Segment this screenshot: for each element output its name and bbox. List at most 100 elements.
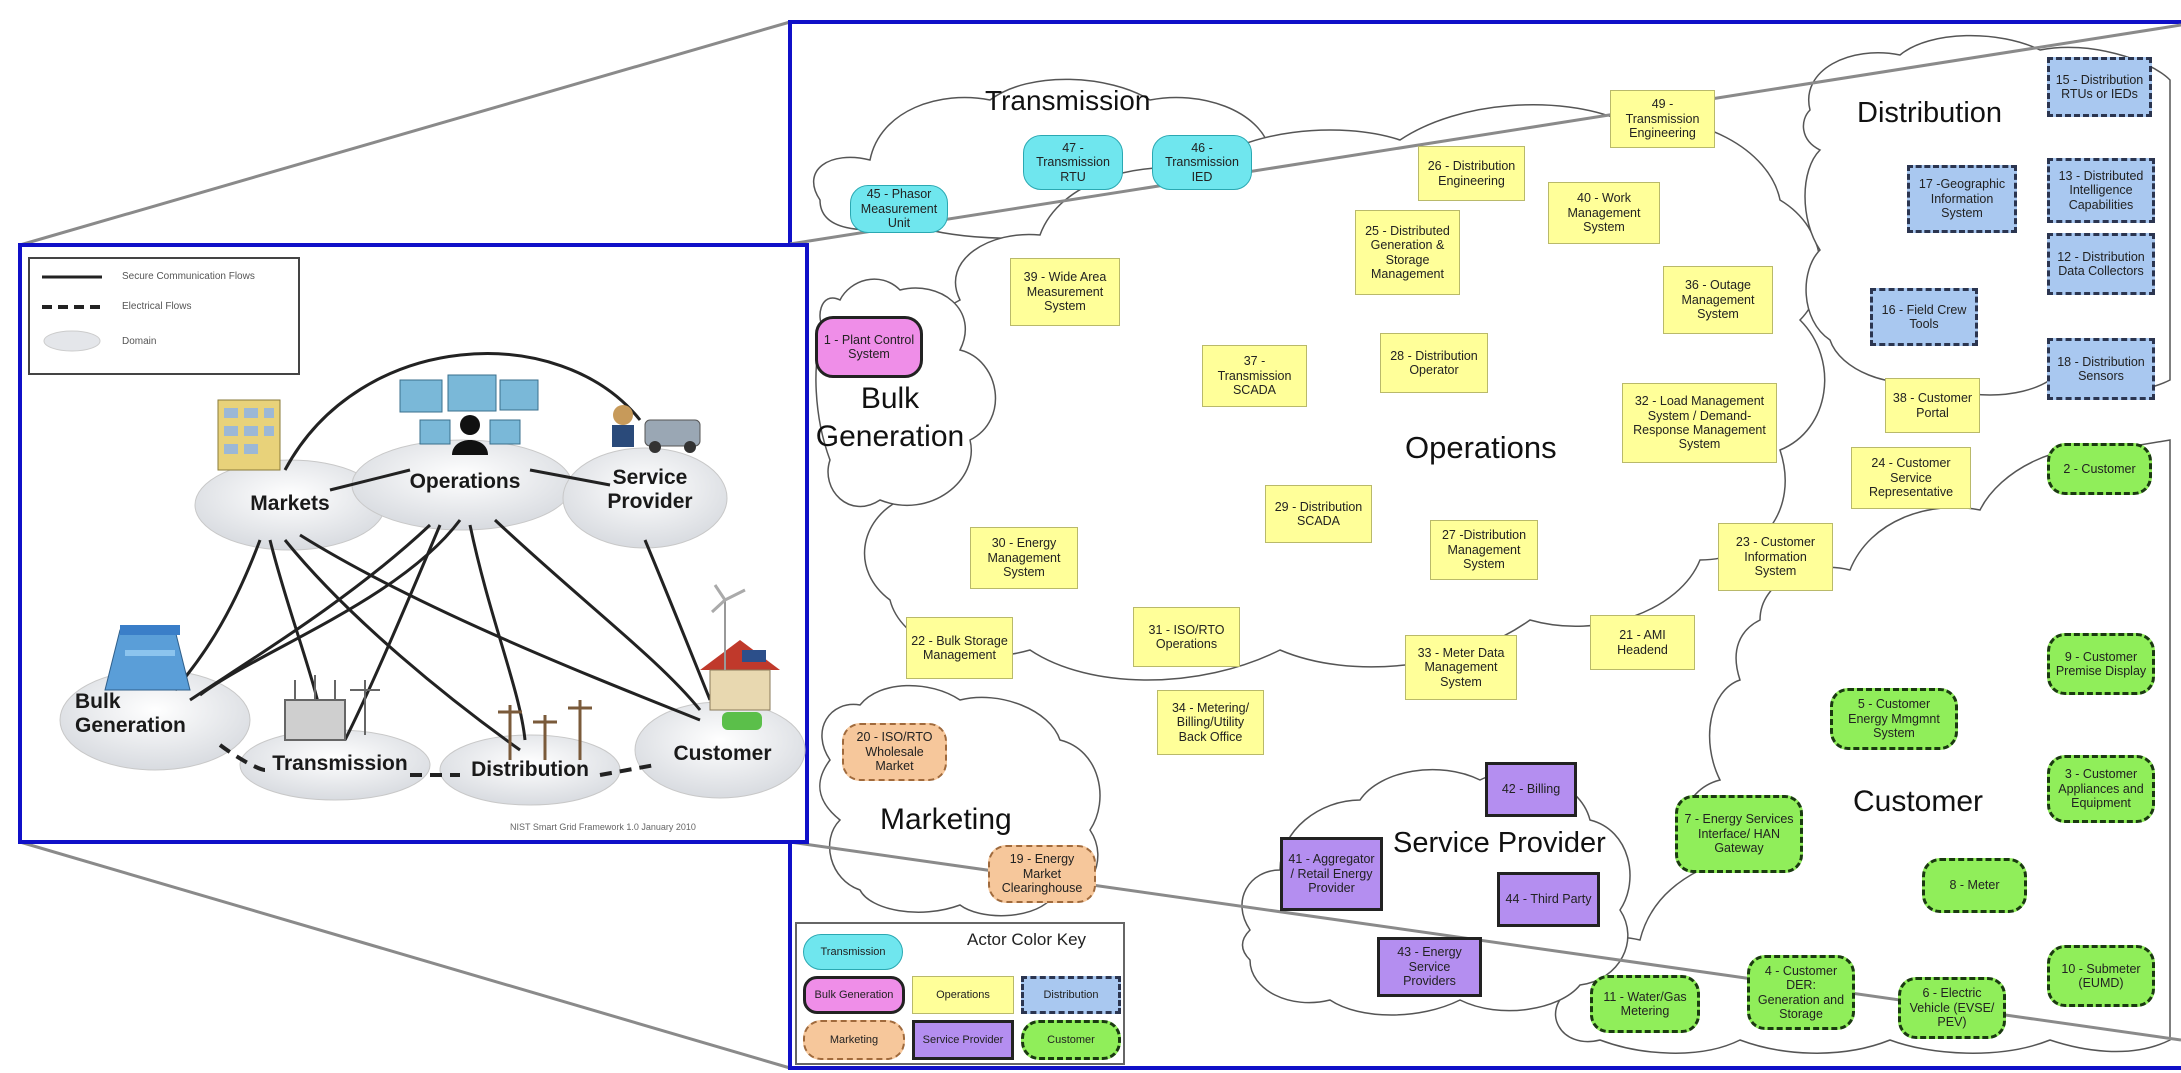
key-transmission: Transmission	[803, 934, 903, 970]
actor-17-geographic-information-system[interactable]: 17 -Geographic Information System	[1907, 165, 2017, 233]
actor-21-ami-headend[interactable]: 21 - AMI Headend	[1590, 615, 1695, 670]
key-marketing-label: Marketing	[829, 1033, 879, 1046]
actor-5-customer-energy-mmgmnt-system[interactable]: 5 - Customer Energy Mmgmnt System	[1830, 688, 1958, 750]
actor-45-label: 45 - Phasor Measurement Unit	[860, 187, 938, 231]
actor-24-customer-service-representative[interactable]: 24 - Customer Service Representative	[1851, 447, 1971, 509]
actor-9-customer-premise-display[interactable]: 9 - Customer Premise Display	[2047, 633, 2155, 695]
actor-12-distribution-data-collectors[interactable]: 12 - Distribution Data Collectors	[2047, 233, 2155, 295]
actor-7-energy-services-interface[interactable]: 7 - Energy Services Interface/ HAN Gatew…	[1675, 795, 1803, 873]
actor-37-transmission-scada[interactable]: 37 - Transmission SCADA	[1202, 345, 1307, 407]
actor-42-billing[interactable]: 42 - Billing	[1485, 762, 1577, 817]
actor-30-energy-management-system[interactable]: 30 - Energy Management System	[970, 527, 1078, 589]
actor-40-label: 40 - Work Management System	[1567, 191, 1641, 235]
actor-27-label: 27 -Distribution Management System	[1441, 528, 1527, 572]
actor-16-field-crew-tools[interactable]: 16 - Field Crew Tools	[1870, 288, 1978, 346]
actor-29-label: 29 - Distribution SCADA	[1274, 499, 1363, 528]
actor-33-meter-data-management[interactable]: 33 - Meter Data Management System	[1405, 635, 1517, 700]
actor-22-bulk-storage-management[interactable]: 22 - Bulk Storage Management	[906, 617, 1013, 679]
actor-21-label: 21 - AMI Headend	[1617, 628, 1668, 657]
actor-8-label: 8 - Meter	[1949, 878, 2000, 893]
actor-6-electric-vehicle[interactable]: 6 - Electric Vehicle (EVSE/ PEV)	[1898, 977, 2006, 1039]
actor-49-label: 49 - Transmission Engineering	[1625, 97, 1700, 141]
actor-28-distribution-operator[interactable]: 28 - Distribution Operator	[1380, 333, 1488, 393]
actor-26-label: 26 - Distribution Engineering	[1427, 159, 1516, 188]
overview-label-service-provider: Service Provider	[607, 466, 693, 513]
color-key-title: Actor Color Key	[967, 930, 1087, 949]
dashed-line-icon	[42, 304, 102, 309]
legend-row-domain: Domain	[42, 329, 156, 353]
actor-43-energy-service-providers[interactable]: 43 - Energy Service Providers	[1377, 937, 1482, 997]
actor-11-water-gas-metering[interactable]: 11 - Water/Gas Metering	[1590, 975, 1700, 1033]
key-marketing: Marketing	[803, 1020, 905, 1060]
actor-19-energy-market-clearinghouse[interactable]: 19 - Energy Market Clearinghouse	[988, 845, 1096, 903]
overview-label-customer: Customer	[673, 742, 772, 765]
actor-47-label: 47 - Transmission RTU	[1036, 140, 1110, 184]
substation-icon	[284, 675, 380, 741]
actor-16-label: 16 - Field Crew Tools	[1881, 302, 1967, 331]
actor-18-label: 18 - Distribution Sensors	[2057, 354, 2145, 383]
actor-1-plant-control-system[interactable]: 1 - Plant Control System	[815, 316, 923, 378]
actor-41-aggregator-retail-energy-provider[interactable]: 41 - Aggregator / Retail Energy Provider	[1280, 837, 1383, 911]
legend-solid-label: Secure Communication Flows	[122, 271, 255, 282]
actor-25-distributed-generation-storage[interactable]: 25 - Distributed Generation & Storage Ma…	[1355, 210, 1460, 295]
actor-15-label: 15 - Distribution RTUs or IEDs	[2055, 72, 2144, 101]
actor-31-label: 31 - ISO/RTO Operations	[1148, 622, 1225, 651]
key-distribution: Distribution	[1021, 976, 1121, 1014]
actor-36-outage-management[interactable]: 36 - Outage Management System	[1663, 266, 1773, 334]
actor-10-submeter[interactable]: 10 - Submeter (EUMD)	[2047, 945, 2155, 1007]
actor-46-transmission-ied[interactable]: 46 - Transmission IED	[1152, 135, 1252, 190]
actor-4-customer-der[interactable]: 4 - Customer DER: Generation and Storage	[1747, 955, 1855, 1030]
actor-3-customer-appliances[interactable]: 3 - Customer Appliances and Equipment	[2047, 755, 2155, 823]
actor-3-label: 3 - Customer Appliances and Equipment	[2058, 767, 2144, 811]
actor-31-iso-rto-operations[interactable]: 31 - ISO/RTO Operations	[1133, 607, 1240, 667]
domain-label-distribution: Distribution	[1857, 97, 2003, 129]
actor-41-label: 41 - Aggregator / Retail Energy Provider	[1288, 852, 1375, 896]
actor-40-work-management-system[interactable]: 40 - Work Management System	[1548, 182, 1660, 244]
legend-domain-label: Domain	[122, 335, 157, 347]
actor-26-distribution-engineering[interactable]: 26 - Distribution Engineering	[1418, 146, 1525, 201]
actor-23-label: 23 - Customer Information System	[1735, 535, 1816, 579]
overview-clouds	[59, 439, 806, 806]
actor-39-wide-area-measurement[interactable]: 39 - Wide Area Measurement System	[1010, 258, 1120, 326]
actor-38-customer-portal[interactable]: 38 - Customer Portal	[1885, 378, 1980, 433]
domain-cloud-icon	[43, 330, 101, 352]
overview-caption: NIST Smart Grid Framework 1.0 January 20…	[510, 822, 696, 832]
actor-25-label: 25 - Distributed Generation & Storage Ma…	[1365, 223, 1450, 281]
actor-15-distribution-rtus-ieds[interactable]: 15 - Distribution RTUs or IEDs	[2047, 57, 2152, 117]
solid-line-icon	[42, 275, 102, 278]
domain-label-marketing: Marketing	[880, 803, 1012, 836]
actor-28-label: 28 - Distribution Operator	[1390, 348, 1478, 377]
key-operations-label: Operations	[936, 988, 990, 1001]
actor-34-metering-billing[interactable]: 34 - Metering/ Billing/Utility Back Offi…	[1157, 690, 1264, 755]
actor-43-label: 43 - Energy Service Providers	[1397, 945, 1462, 989]
actor-44-third-party[interactable]: 44 - Third Party	[1497, 872, 1600, 927]
actor-27-distribution-management-system[interactable]: 27 -Distribution Management System	[1430, 520, 1538, 580]
actor-20-iso-rto-wholesale-market[interactable]: 20 - ISO/RTO Wholesale Market	[842, 723, 947, 781]
actor-45-phasor-measurement-unit[interactable]: 45 - Phasor Measurement Unit	[850, 185, 948, 233]
actor-32-label: 32 - Load Management System / Demand-Res…	[1633, 394, 1766, 452]
key-customer: Customer	[1021, 1020, 1121, 1060]
actor-34-label: 34 - Metering/ Billing/Utility Back Offi…	[1171, 700, 1250, 744]
legend-row-dashed: Electrical Flows	[42, 301, 191, 312]
actor-2-customer[interactable]: 2 - Customer	[2047, 443, 2152, 495]
actor-49-transmission-engineering[interactable]: 49 - Transmission Engineering	[1610, 90, 1715, 148]
actor-13-distributed-intelligence[interactable]: 13 - Distributed Intelligence Capabiliti…	[2047, 158, 2155, 223]
actor-1-label: 1 - Plant Control System	[823, 332, 915, 361]
actor-8-meter[interactable]: 8 - Meter	[1922, 858, 2027, 913]
actor-47-transmission-rtu[interactable]: 47 - Transmission RTU	[1023, 135, 1123, 190]
actor-18-distribution-sensors[interactable]: 18 - Distribution Sensors	[2047, 338, 2155, 400]
actor-color-key: Actor Color Key Transmission Bulk Genera…	[795, 922, 1125, 1065]
domain-label-bulk-generation: Bulk Generation	[815, 382, 965, 453]
actor-36-label: 36 - Outage Management System	[1681, 278, 1755, 322]
actor-7-label: 7 - Energy Services Interface/ HAN Gatew…	[1684, 812, 1794, 856]
actor-37-label: 37 - Transmission SCADA	[1217, 354, 1292, 398]
domain-label-operations: Operations	[1405, 430, 1557, 465]
domain-clouds	[813, 34, 2171, 1054]
key-bulk-generation: Bulk Generation	[803, 976, 905, 1014]
overview-label-distribution: Distribution	[471, 758, 589, 781]
actor-32-load-management-system[interactable]: 32 - Load Management System / Demand-Res…	[1622, 383, 1777, 463]
actor-46-label: 46 - Transmission IED	[1165, 140, 1239, 184]
actor-29-distribution-scada[interactable]: 29 - Distribution SCADA	[1265, 485, 1372, 543]
actor-39-label: 39 - Wide Area Measurement System	[1023, 270, 1107, 314]
actor-23-customer-information-system[interactable]: 23 - Customer Information System	[1718, 523, 1833, 591]
